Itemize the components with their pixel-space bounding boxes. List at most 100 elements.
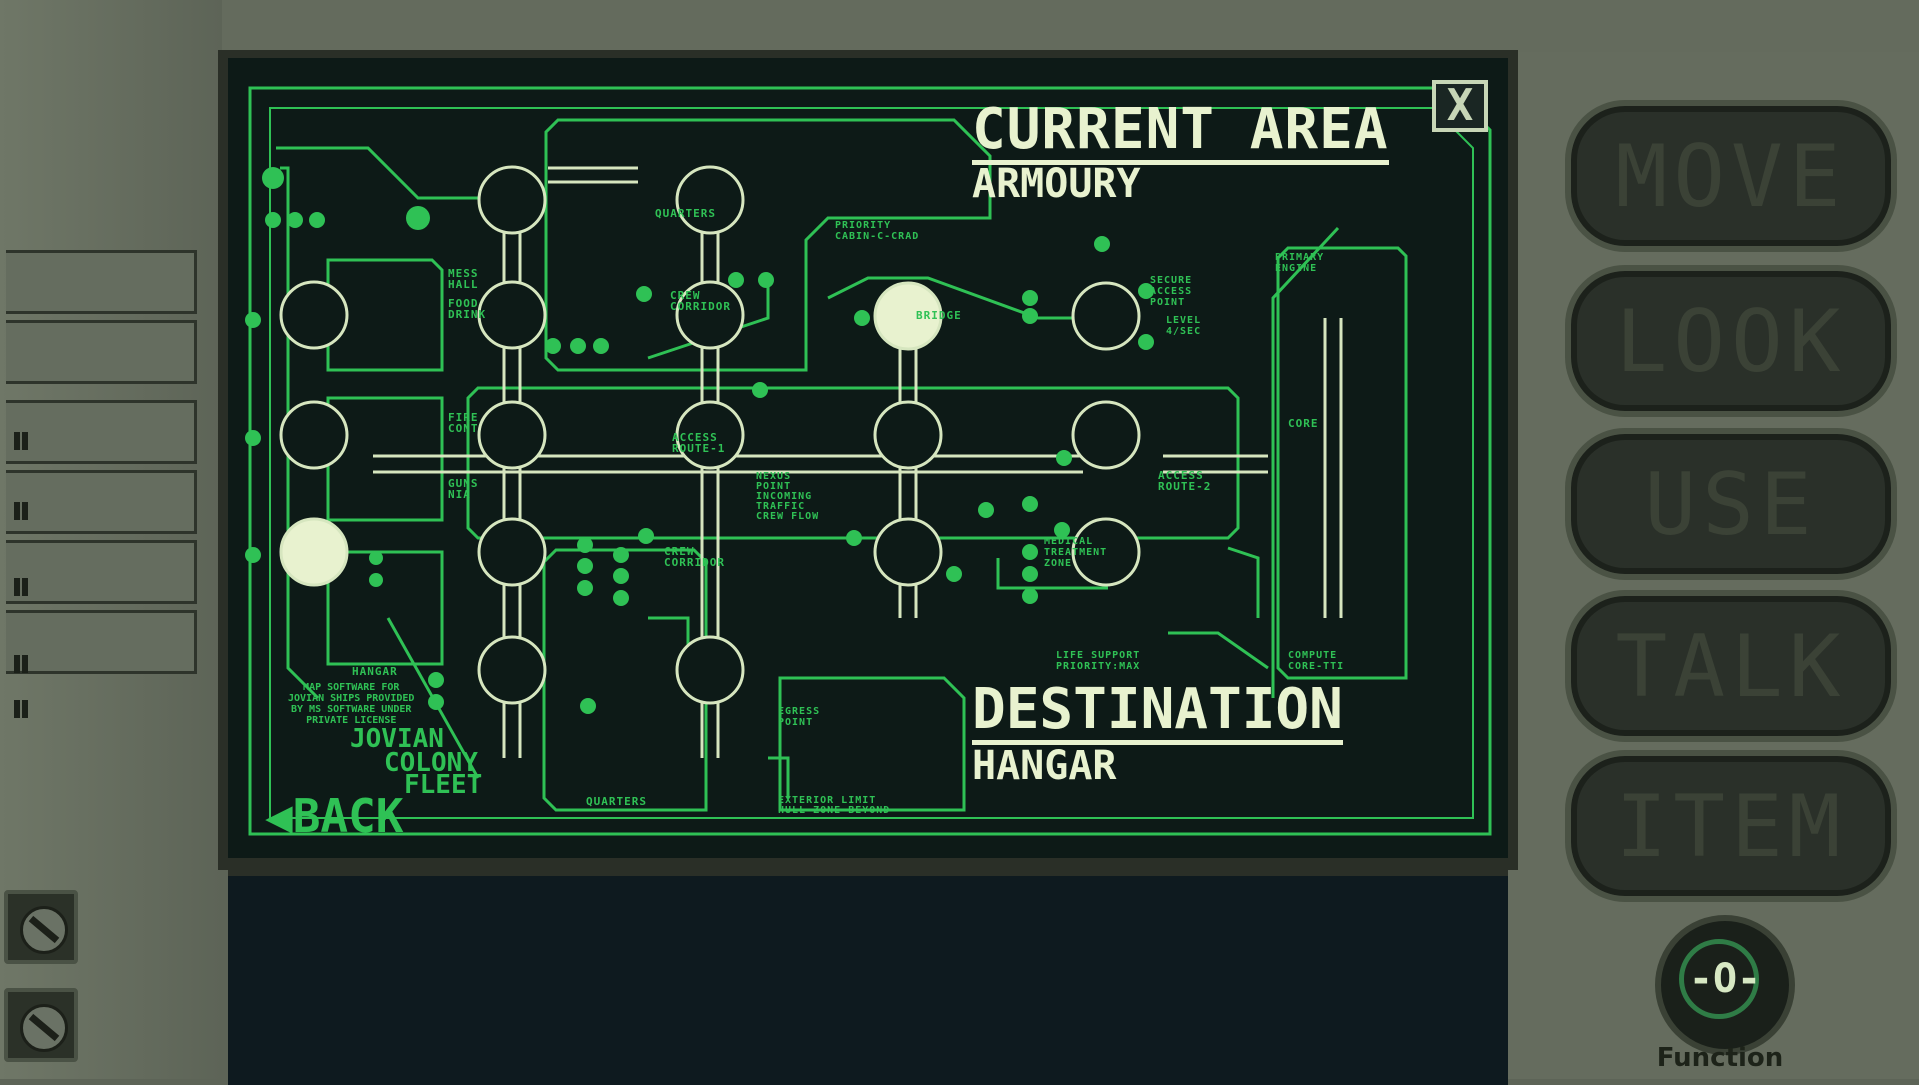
node-dot bbox=[758, 272, 774, 288]
node-dot bbox=[428, 694, 444, 710]
indicator-icon bbox=[14, 578, 20, 596]
talk-label: TALK bbox=[1615, 617, 1847, 717]
move-button[interactable]: MOVE bbox=[1565, 100, 1897, 252]
node-dot bbox=[1022, 290, 1038, 306]
room-label: PRIORITY CABIN-C-CRAD bbox=[835, 220, 920, 242]
destination-value: HANGAR bbox=[972, 743, 1117, 789]
room-quarters-top bbox=[477, 165, 547, 235]
room-priority-cabin bbox=[675, 165, 745, 235]
use-button[interactable]: USE bbox=[1565, 428, 1897, 580]
node-dot bbox=[1054, 522, 1070, 538]
block-outline bbox=[326, 550, 444, 666]
node-dot bbox=[638, 528, 654, 544]
node-dot bbox=[593, 338, 609, 354]
ship-map-diagram bbox=[245, 86, 1492, 836]
function-icon: -O- bbox=[1688, 956, 1762, 1002]
item-button[interactable]: ITEM bbox=[1565, 750, 1897, 902]
node-dot bbox=[613, 590, 629, 606]
node-dot bbox=[369, 573, 383, 587]
room-label: QUARTERS bbox=[655, 207, 716, 220]
block-outline bbox=[1276, 246, 1408, 680]
node-dot bbox=[1138, 334, 1154, 350]
current-area-value: ARMOURY bbox=[972, 161, 1141, 207]
look-button[interactable]: LOOK bbox=[1565, 265, 1897, 417]
room-label: LEVEL 4/SEC bbox=[1166, 315, 1202, 337]
node-dot bbox=[245, 312, 261, 328]
node-dot bbox=[636, 286, 652, 302]
node-dot bbox=[1138, 283, 1154, 299]
node-dot bbox=[309, 212, 325, 228]
room-label: MEDICAL TREATMENT ZONE bbox=[1044, 536, 1108, 569]
screw-icon bbox=[4, 890, 78, 964]
block-outline bbox=[542, 548, 708, 812]
room-quarters-bottom bbox=[477, 635, 547, 705]
node-dot bbox=[946, 566, 962, 582]
room-label: CREW CORRIDOR bbox=[670, 289, 731, 313]
node-dot bbox=[1022, 308, 1038, 324]
frame-slot bbox=[6, 320, 197, 384]
node-dot bbox=[577, 558, 593, 574]
node-dot bbox=[1022, 544, 1038, 560]
node-dot bbox=[1022, 496, 1038, 512]
back-button[interactable]: ◀BACK bbox=[265, 793, 403, 839]
wire bbox=[1168, 631, 1269, 670]
room-access-route-2 bbox=[873, 400, 943, 470]
room-label: FIRE CONT bbox=[448, 411, 479, 435]
use-label: USE bbox=[1644, 455, 1818, 555]
wire bbox=[827, 276, 1098, 320]
node-dot bbox=[406, 206, 430, 230]
room-access-route-1 bbox=[477, 400, 547, 470]
room-label: EGRESS POINT bbox=[778, 706, 821, 728]
room-compute-core bbox=[1071, 517, 1141, 587]
node-dot bbox=[613, 547, 629, 563]
indicator-icon bbox=[14, 432, 20, 450]
room-label: HANGAR bbox=[352, 665, 398, 678]
node-dot bbox=[577, 580, 593, 596]
indicator-icon bbox=[14, 655, 20, 673]
node-dot bbox=[262, 167, 284, 189]
node-dot bbox=[580, 698, 596, 714]
talk-button[interactable]: TALK bbox=[1565, 590, 1897, 742]
node-dot bbox=[1056, 450, 1072, 466]
room-crew-corridor-bottom bbox=[477, 517, 547, 587]
jovian-label: JOVIAN bbox=[350, 724, 444, 754]
node-dot bbox=[428, 672, 444, 688]
node-dot bbox=[545, 338, 561, 354]
frame-slot bbox=[6, 400, 197, 464]
room-label: NEXUS POINT INCOMING TRAFFIC CREW FLOW bbox=[756, 471, 820, 522]
knob-ring-icon bbox=[1679, 939, 1759, 1019]
room-egress bbox=[675, 635, 745, 705]
room-label: CREW CORRIDOR bbox=[664, 545, 725, 569]
room-label: SECURE ACCESS POINT bbox=[1150, 275, 1193, 308]
room-medical bbox=[873, 517, 943, 587]
node-dot bbox=[570, 338, 586, 354]
node-dot bbox=[245, 547, 261, 563]
node-dot bbox=[846, 530, 862, 546]
room-secure-access-current bbox=[873, 281, 943, 351]
current-area-title: CURRENT AREA bbox=[972, 102, 1389, 165]
room-label: CORE bbox=[1288, 417, 1319, 430]
left-frame-panel bbox=[0, 0, 222, 1079]
fleet-label: FLEET bbox=[404, 770, 483, 800]
wire bbox=[1227, 546, 1260, 618]
dialog-panel bbox=[228, 870, 1508, 1085]
block-outline bbox=[778, 676, 966, 812]
node-dot bbox=[1094, 236, 1110, 252]
room-hangar-destination bbox=[279, 517, 349, 587]
close-icon: X bbox=[1446, 80, 1474, 131]
block-outline bbox=[544, 118, 992, 372]
node-dot bbox=[854, 310, 870, 326]
node-dot bbox=[577, 537, 593, 553]
node-dot bbox=[613, 568, 629, 584]
look-label: LOOK bbox=[1615, 292, 1847, 392]
destination-title: DESTINATION bbox=[972, 682, 1343, 745]
close-button[interactable]: X bbox=[1432, 80, 1488, 132]
block-outline bbox=[326, 396, 444, 522]
room-label: COMPUTE CORE-TTI bbox=[1288, 650, 1345, 672]
room-label: LIFE SUPPORT PRIORITY:MAX bbox=[1056, 650, 1141, 672]
wire bbox=[1271, 226, 1340, 698]
room-nexus-point bbox=[675, 400, 745, 470]
top-frame-panel bbox=[222, 0, 1919, 56]
frame-slot bbox=[6, 610, 197, 674]
function-button[interactable]: -O- bbox=[1655, 915, 1795, 1055]
